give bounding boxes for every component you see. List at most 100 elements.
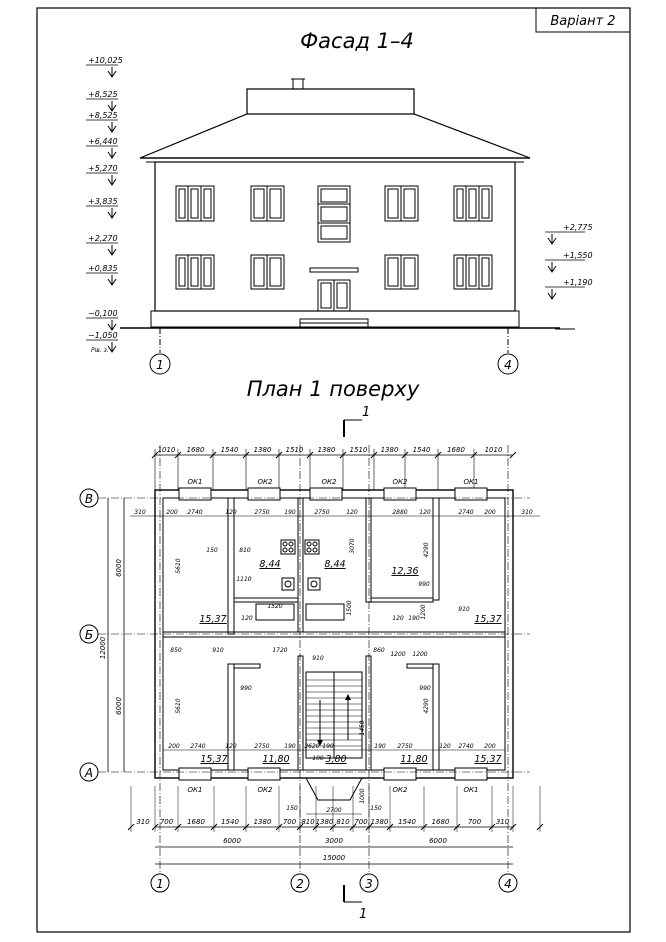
row-a-dim-4: 190 bbox=[284, 743, 296, 750]
level-mark-right-0: +2,775 bbox=[563, 223, 593, 232]
top-dim-4: 1510 bbox=[286, 446, 304, 454]
window-mark-bottom-0: ОК1 bbox=[188, 786, 203, 794]
row-a-dim-2: 120 bbox=[225, 743, 237, 750]
inner-dim-9: 190 bbox=[408, 615, 420, 622]
bottom-dim-5: 700 bbox=[283, 818, 297, 826]
level-mark-left-8: −0,100 bbox=[88, 309, 118, 318]
room-area-8: 3,80 bbox=[325, 754, 346, 765]
top-dim-8: 1540 bbox=[413, 446, 431, 454]
axis-4-label: 4 bbox=[504, 877, 512, 891]
window-mark-top-0: ОК1 bbox=[188, 478, 203, 486]
row-b-dim-9: 120 bbox=[419, 509, 431, 516]
svg-text:1: 1 bbox=[359, 907, 367, 922]
row-a-dim-6: 190 bbox=[322, 743, 334, 750]
facade-axis-4 bbox=[497, 353, 519, 375]
inner-dim-10: 850 bbox=[170, 647, 182, 654]
row-b-dim-12: 310 bbox=[521, 509, 533, 516]
entrance-canopy bbox=[309, 267, 359, 273]
top-dim-10: 1010 bbox=[485, 446, 503, 454]
level-marks-left: +10,025+8,525+8,525+6,440+5,270+3,835+2,… bbox=[86, 56, 123, 353]
row-a-dim-5: 2620 bbox=[304, 743, 319, 750]
level-mark-left-1: +8,525 bbox=[88, 90, 118, 99]
level-mark-right-1: +1,550 bbox=[563, 251, 593, 260]
row-b-dim-4: 2750 bbox=[254, 509, 269, 516]
svg-text:1: 1 bbox=[362, 405, 370, 420]
vertical-dim-2: 3070 bbox=[349, 538, 356, 553]
left-dim-2: 6000 bbox=[115, 697, 123, 715]
window-mark-bottom-3: ОК1 bbox=[464, 786, 479, 794]
inner-dim-7: 910 bbox=[312, 655, 324, 662]
row-a-dim-0: 200 bbox=[168, 743, 180, 750]
inner-dim-1: 810 bbox=[239, 547, 251, 554]
bottom-dim-6000-right: 6000 bbox=[429, 837, 447, 845]
chimney bbox=[292, 78, 304, 90]
variant-box bbox=[535, 7, 631, 33]
row-b-dim-0: 310 bbox=[134, 509, 146, 516]
level-mark-left-9: −1,050 bbox=[88, 331, 118, 340]
level-mark-left-5: +3,835 bbox=[88, 197, 118, 206]
room-area-7: 11,80 bbox=[262, 754, 289, 765]
inner-dim-21: 1200 bbox=[390, 651, 405, 658]
inner-dim-14: 150 bbox=[286, 805, 298, 812]
inner-dim-4: 120 bbox=[241, 615, 253, 622]
window-openings-top bbox=[178, 487, 488, 501]
row-b-dim-1: 200 bbox=[166, 509, 178, 516]
sanitary-fixtures bbox=[255, 539, 345, 621]
row-a-dim-10: 2740 bbox=[458, 743, 473, 750]
inner-dim-3: 1520 bbox=[267, 603, 282, 610]
bottom-dim-14: 310 bbox=[496, 818, 510, 826]
bottom-dim-1: 700 bbox=[160, 818, 174, 826]
facade-axis-4-label: 4 bbox=[504, 358, 512, 372]
level-mark-right-2: +1,190 bbox=[563, 278, 593, 287]
inner-dim-16: 150 bbox=[370, 805, 382, 812]
bottom-dim-3: 1540 bbox=[221, 818, 239, 826]
row-a-dim-7: 190 bbox=[374, 743, 386, 750]
inner-dim-0: 150 bbox=[206, 547, 218, 554]
row-a-dim-9: 120 bbox=[439, 743, 451, 750]
vertical-dim-1: 5610 bbox=[175, 698, 182, 713]
inner-dim-2: 1110 bbox=[236, 576, 251, 583]
axis-1-label: 1 bbox=[156, 877, 164, 891]
staircase bbox=[305, 671, 363, 801]
vertical-dim-4: 4290 bbox=[423, 698, 430, 713]
facade-title: Фасад 1–4 bbox=[300, 29, 414, 53]
bottom-dim-10: 1380 bbox=[371, 818, 389, 826]
vertical-dim-8: 1000 bbox=[359, 788, 366, 803]
row-a-dim-11: 200 bbox=[484, 743, 496, 750]
top-dim-5: 1380 bbox=[318, 446, 336, 454]
inner-dim-6: 1720 bbox=[272, 647, 287, 654]
level-mark-left-4: +5,270 bbox=[88, 164, 118, 173]
vertical-dim-6: 1200 bbox=[420, 604, 427, 619]
top-dim-3: 1380 bbox=[254, 446, 272, 454]
bottom-dim-6000-left: 6000 bbox=[223, 837, 241, 845]
window-mark-bottom-2: ОК2 bbox=[393, 786, 408, 794]
facade-windows-upper bbox=[175, 185, 493, 243]
room-area-1: 8,44 bbox=[259, 559, 280, 570]
facade-axis-1 bbox=[149, 353, 171, 375]
facade-axis-1-label: 1 bbox=[156, 358, 164, 372]
vertical-dim-0: 5610 bbox=[175, 558, 182, 573]
top-dim-1: 1680 bbox=[187, 446, 205, 454]
row-a-dim-3: 2750 bbox=[254, 743, 269, 750]
window-mark-top-2: ОК2 bbox=[322, 478, 337, 486]
left-dim-1: 6000 bbox=[115, 559, 123, 577]
room-areas: 8,44 8,44 12,36 15,37 15,37 15,37 11,80 … bbox=[199, 559, 501, 765]
row-b-dim-6: 2750 bbox=[314, 509, 329, 516]
axis-a-label: А bbox=[84, 766, 93, 780]
bottom-dim-12: 1680 bbox=[432, 818, 450, 826]
ground-note: Рів. з. bbox=[91, 347, 109, 354]
row-b-dim-3: 120 bbox=[225, 509, 237, 516]
axis-v-label: В bbox=[85, 492, 93, 506]
axis-bubbles-x: 1 2 3 4 bbox=[150, 873, 518, 893]
top-dim-7: 1380 bbox=[381, 446, 399, 454]
axis-bubbles-y: В Б А bbox=[79, 488, 99, 782]
inner-dim-13: 990 bbox=[418, 581, 430, 588]
section-mark-bottom: 1 bbox=[343, 885, 367, 922]
section-mark-top: 1 bbox=[343, 405, 370, 437]
